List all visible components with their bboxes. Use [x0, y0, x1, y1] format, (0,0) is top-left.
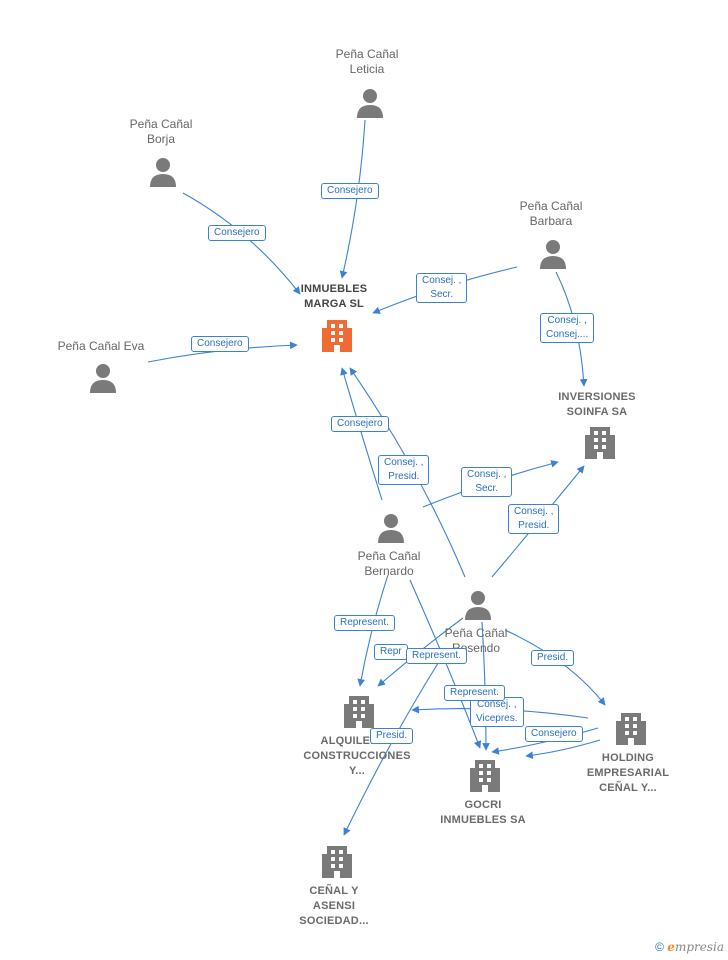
- edge-label-holding-alq[interactable]: Represent.: [444, 685, 505, 701]
- building-icon: [470, 760, 500, 792]
- edge-holding-gocri-b: [525, 739, 601, 760]
- edge-label-rosendo-marga[interactable]: Consej. ,Presid.: [378, 455, 430, 485]
- edge-label-rosendo-alq[interactable]: Repr: [374, 644, 408, 660]
- empresia-watermark[interactable]: © empresia: [655, 940, 724, 954]
- edge-label-bernardo-alq[interactable]: Represent.: [334, 615, 395, 631]
- building-icon: [322, 320, 352, 352]
- edge-holding-gocri: [491, 727, 599, 755]
- edge-label-bernardo-soinfa[interactable]: Consej. ,Secr.: [461, 467, 513, 497]
- edge-label-eva[interactable]: Consejero: [191, 336, 249, 352]
- edge-rosendo-holding: [504, 629, 606, 706]
- brand-logo: empresia: [667, 940, 724, 954]
- person-icon: [378, 514, 404, 543]
- edge-bernardo-marga: [340, 367, 383, 501]
- edge-bernardo-gocri: [409, 579, 482, 749]
- copyright-symbol: ©: [655, 940, 664, 954]
- edge-label-holding-gocri-2[interactable]: Consejero: [525, 726, 583, 742]
- edge-label-asensi[interactable]: Presid.: [370, 728, 414, 744]
- edge-borja-marga: [182, 192, 301, 295]
- edge-label-bernardo-marga[interactable]: Consejero: [331, 416, 389, 432]
- person-icon: [357, 89, 383, 118]
- edge-label-barbara-marga[interactable]: Consej. ,Secr.: [416, 273, 468, 303]
- edge-label-holding-gocri-1[interactable]: Consej. ,Vicepres.: [470, 697, 524, 727]
- building-icon: [344, 696, 374, 728]
- edge-label-rosendo-holding[interactable]: Presid.: [531, 650, 575, 666]
- edge-label-leticia[interactable]: Consejero: [321, 183, 379, 199]
- building-icon: [585, 427, 615, 459]
- person-icon: [540, 240, 566, 269]
- building-icon: [616, 713, 646, 745]
- edge-label-borja[interactable]: Consejero: [208, 225, 266, 241]
- edge-label-barbara-soinfa[interactable]: Consej. ,Consej....: [540, 313, 595, 343]
- edge-leticia-marga: [339, 119, 366, 279]
- person-icon: [90, 364, 116, 393]
- edge-label-rosendo-gocri[interactable]: Represent.: [406, 648, 467, 664]
- person-icon: [465, 591, 491, 620]
- edge-label-rosendo-soinfa[interactable]: Consej. ,Presid.: [508, 504, 560, 534]
- person-label: Peña Cañal Eva: [57, 339, 145, 353]
- building-icon: [322, 846, 352, 878]
- person-icon: [150, 158, 176, 187]
